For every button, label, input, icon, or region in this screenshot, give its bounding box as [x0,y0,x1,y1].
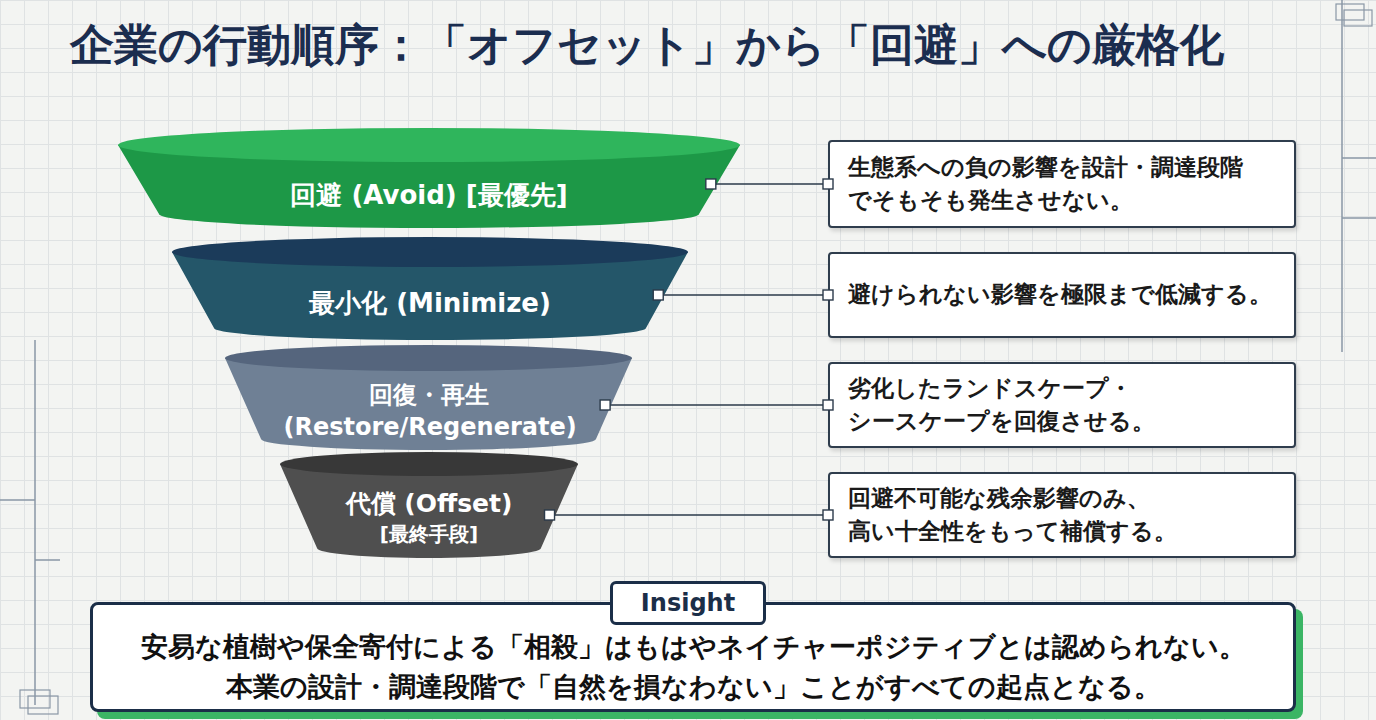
frame-corner [1336,4,1364,20]
leader-connector [658,294,828,296]
funnel-top [172,237,688,267]
frame-corner [28,696,58,714]
connector-group [653,290,833,300]
description-box: 生態系への負の影響を設計・調達段階 でそもそも発生させない。 [828,140,1296,228]
funnel-band: 代償 (Offset)[最終手段] [280,452,578,558]
funnel-top [118,128,740,162]
connector-group [706,179,833,189]
description-box: 回避不可能な残余影響のみ、 高い十全性をもって補償する。 [828,472,1296,558]
description-text: 避けられない影響を極限まで低減する。 [848,278,1282,311]
frame-line [1341,0,1343,352]
connector-group [545,510,833,520]
funnel-side [225,358,632,450]
frame-line [1342,157,1376,159]
funnel-top [225,345,632,371]
band-label: 最小化 (Minimize) [309,286,551,321]
band-label: 回避 (Avoid) [最優先] [290,178,567,213]
frame-line [0,499,35,501]
funnel-side [280,464,578,558]
band-label: 代償 (Offset) [346,487,513,521]
funnel-band: 最小化 (Minimize) [172,237,688,340]
funnel-band: 回復・再生 (Restore/Regenerate) [225,345,632,450]
insight-heading: Insight [610,581,766,625]
description-text: 回避不可能な残余影響のみ、 高い十全性をもって補償する。 [848,482,1282,549]
description-text: 劣化したランドスケープ・ シースケープを回復させる。 [848,372,1282,439]
insight-text: 安易な植樹や保全寄付による「相殺」はもはやネイチャーポジティブとは認められない。… [93,625,1293,709]
description-box: 劣化したランドスケープ・ シースケープを回復させる。 [828,362,1296,448]
frame-line [1342,217,1376,219]
leader-connector [605,404,828,406]
connector-group [600,400,833,410]
funnel-top [280,452,578,476]
funnel-band: 回避 (Avoid) [最優先] [118,128,740,228]
leader-connector [550,514,828,516]
leader-connector [711,183,828,185]
band-label: [最終手段] [380,521,478,548]
description-text: 生態系への負の影響を設計・調達段階 でそもそも発生させない。 [848,151,1282,218]
frame-line [35,559,60,561]
frame-line [34,340,36,705]
diagram-title: 企業の行動順序：「オフセット」から「回避」への厳格化 [70,16,1224,75]
frame-corner [20,690,50,708]
band-label: 回復・再生 (Restore/Regenerate) [284,379,574,443]
frame-corner [1344,10,1372,26]
insight-panel: Insight安易な植樹や保全寄付による「相殺」はもはやネイチャーポジティブとは… [90,602,1296,712]
description-box: 避けられない影響を極限まで低減する。 [828,252,1296,338]
funnel-shape [118,128,740,228]
